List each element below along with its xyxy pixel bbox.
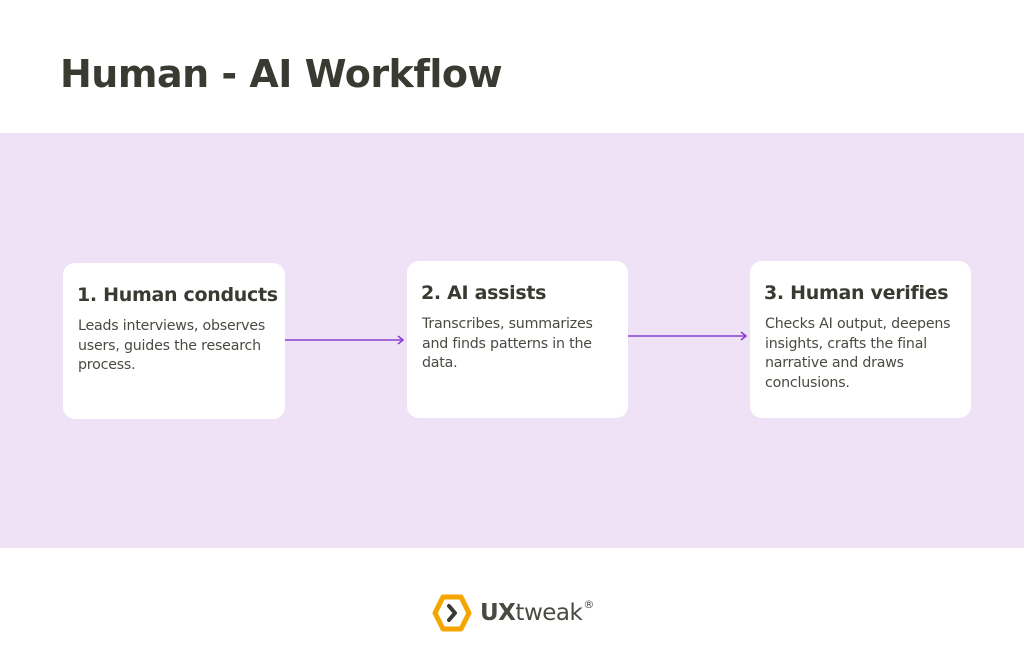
arrow-right-icon [628, 331, 748, 341]
logo-brand-bold: UX [480, 600, 516, 626]
hexagon-chevron-icon [432, 594, 472, 632]
page-title: Human - AI Workflow [60, 52, 503, 96]
logo-brand-rest: tweak [515, 600, 583, 626]
step-heading: 3. Human verifies [764, 282, 949, 304]
step-description: Leads interviews, observes users, guides… [78, 318, 266, 373]
uxtweak-logo: UXtweak® [432, 593, 594, 633]
registered-mark: ® [583, 598, 594, 611]
step-card-human-conducts: 1. Human conducts Leads interviews, obse… [63, 263, 285, 419]
step-description: Checks AI output, deepens insights, craf… [765, 316, 951, 391]
arrow-head [397, 335, 405, 345]
arrow-head [740, 331, 748, 341]
logo-wordmark: UXtweak® [480, 598, 594, 626]
step-heading: 1. Human conducts [77, 284, 278, 306]
arrow-right-icon [285, 335, 405, 345]
step-card-ai-assists: 2. AI assists Transcribes, summarizes an… [407, 261, 628, 418]
step-description: Transcribes, summarizes and finds patter… [422, 316, 593, 371]
step-heading: 2. AI assists [421, 282, 547, 304]
step-card-human-verifies: 3. Human verifies Checks AI output, deep… [750, 261, 971, 418]
